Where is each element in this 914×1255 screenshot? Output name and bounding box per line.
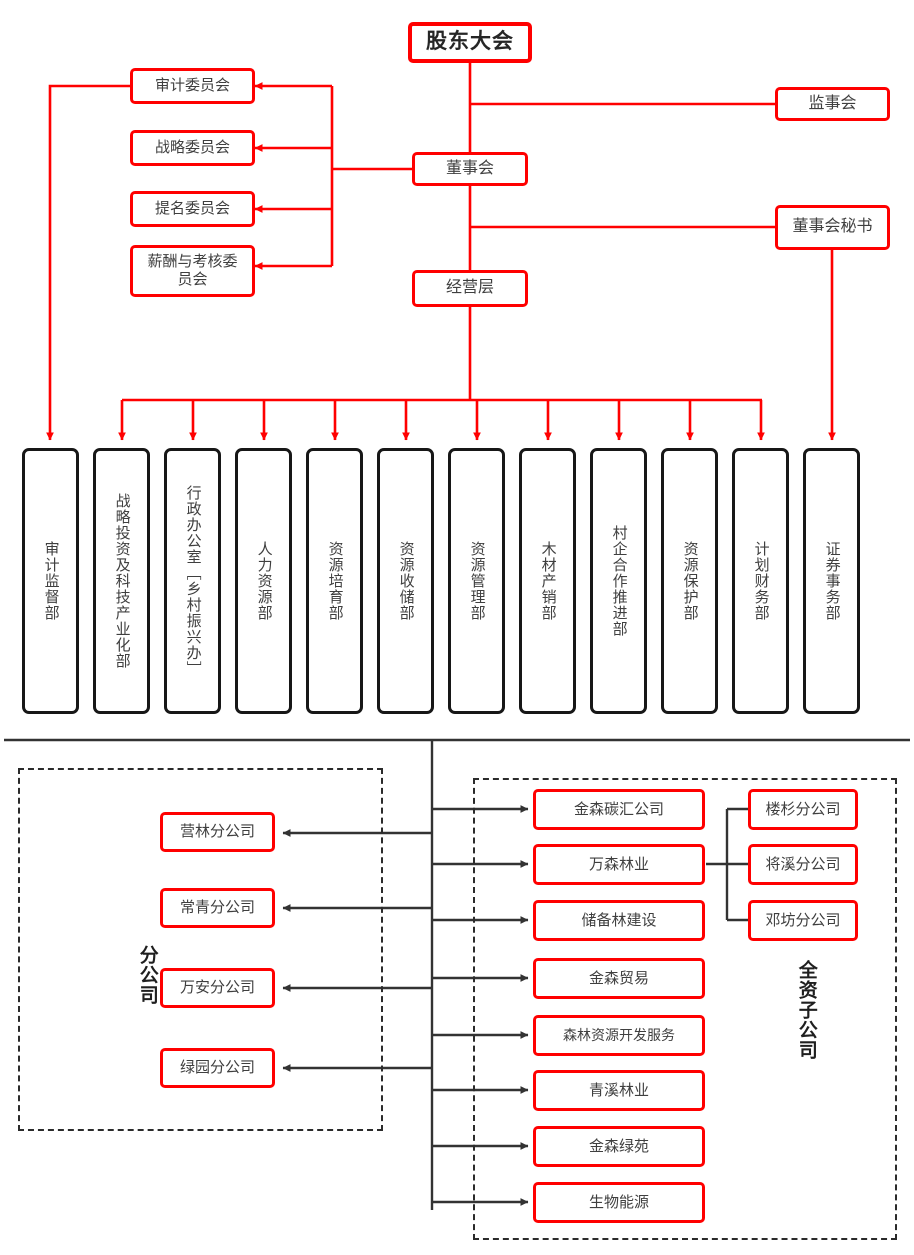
node-label: 邓坊分公司 (765, 911, 841, 929)
node-remuneration-committee[interactable]: 薪酬与考核委员会 (130, 245, 255, 297)
subsidiary-qingxi-forestry[interactable]: 青溪林业 (533, 1070, 705, 1111)
branch-wanan[interactable]: 万安分公司 (160, 968, 275, 1008)
node-label: 万森林业 (588, 855, 649, 873)
node-label: 金森贸易 (588, 969, 649, 987)
subsidiaries-group (473, 778, 897, 1240)
node-shareholders-meeting[interactable]: 股东大会 (408, 22, 532, 63)
subsidiary-reserve-forest-construction[interactable]: 储备林建设 (533, 900, 705, 941)
node-label: 薪酬与考核委员会 (147, 253, 238, 288)
node-strategy-committee[interactable]: 战略委员会 (130, 130, 255, 166)
branch-changqing[interactable]: 常青分公司 (160, 888, 275, 928)
dept-label: 证券事务部 (823, 541, 841, 621)
node-label: 股东大会 (426, 30, 514, 54)
branch-companies-group (18, 768, 383, 1131)
dept-village-enterprise-cooperation[interactable]: 村企合作推进部 (590, 448, 647, 714)
dept-label: 资源培育部 (326, 541, 344, 621)
node-label: 金森碳汇公司 (573, 800, 664, 818)
node-label: 经营层 (445, 279, 494, 297)
node-label: 提名委员会 (154, 200, 230, 218)
node-label: 常青分公司 (179, 899, 255, 917)
node-label: 储备林建设 (581, 911, 657, 929)
node-label: 生物能源 (588, 1193, 649, 1211)
node-label: 青溪林业 (588, 1081, 649, 1099)
branch-lvyuan[interactable]: 绿园分公司 (160, 1048, 275, 1088)
dept-resource-protection[interactable]: 资源保护部 (661, 448, 718, 714)
dept-resource-cultivation[interactable]: 资源培育部 (306, 448, 363, 714)
subsidiary-bio-energy[interactable]: 生物能源 (533, 1182, 705, 1223)
branch-companies-group-label: 分公司 (136, 945, 158, 1005)
node-label: 审计委员会 (154, 77, 230, 95)
subsidiary-jinsen-trade[interactable]: 金森贸易 (533, 958, 705, 999)
node-label: 金森绿苑 (588, 1137, 649, 1155)
dept-planning-finance[interactable]: 计划财务部 (732, 448, 789, 714)
dept-label: 资源收储部 (397, 541, 415, 621)
branch-yinglin[interactable]: 营林分公司 (160, 812, 275, 852)
node-label: 森林资源开发服务 (563, 1027, 675, 1044)
node-nomination-committee[interactable]: 提名委员会 (130, 191, 255, 227)
subsidiary-forest-resource-development-service[interactable]: 森林资源开发服务 (533, 1015, 705, 1056)
dept-label: 资源保护部 (681, 541, 699, 621)
subsidiary-jinsen-lvyuan[interactable]: 金森绿苑 (533, 1126, 705, 1167)
dept-label: 木材产销部 (539, 541, 557, 621)
node-label: 营林分公司 (179, 823, 255, 841)
node-label: 监事会 (808, 94, 857, 112)
dept-label: 战略投资及科技产业化部 (113, 493, 131, 669)
node-label: 万安分公司 (179, 979, 255, 997)
subsidiaries-group-label: 全资子公司 (795, 960, 817, 1060)
dept-audit-supervision[interactable]: 审计监督部 (22, 448, 79, 714)
dept-label: 计划财务部 (752, 541, 770, 621)
subsidiary-wansen-forestry[interactable]: 万森林业 (533, 844, 705, 885)
sub-branch-dengfang[interactable]: 邓坊分公司 (748, 900, 858, 941)
node-label: 战略委员会 (154, 139, 230, 157)
node-label: 绿园分公司 (179, 1059, 255, 1077)
dept-label: 行政办公室［乡村振兴办］ (184, 485, 202, 677)
dept-administration-office[interactable]: 行政办公室［乡村振兴办］ (164, 448, 221, 714)
node-label: 将溪分公司 (765, 855, 841, 873)
node-management-layer[interactable]: 经营层 (412, 270, 528, 307)
dept-label: 村企合作推进部 (610, 525, 628, 637)
dept-resource-management[interactable]: 资源管理部 (448, 448, 505, 714)
dept-timber-production-sales[interactable]: 木材产销部 (519, 448, 576, 714)
dept-strategic-investment[interactable]: 战略投资及科技产业化部 (93, 448, 150, 714)
node-audit-committee[interactable]: 审计委员会 (130, 68, 255, 104)
node-board-secretary[interactable]: 董事会秘书 (775, 205, 890, 250)
dept-human-resources[interactable]: 人力资源部 (235, 448, 292, 714)
dept-resource-storage[interactable]: 资源收储部 (377, 448, 434, 714)
subsidiary-jinsen-carbon-sink[interactable]: 金森碳汇公司 (533, 789, 705, 830)
node-label: 楼杉分公司 (765, 800, 841, 818)
sub-branch-jiangxi[interactable]: 将溪分公司 (748, 844, 858, 885)
dept-label: 资源管理部 (468, 541, 486, 621)
node-label: 董事会 (445, 159, 494, 177)
node-label: 董事会秘书 (792, 218, 873, 236)
sub-branch-loushan[interactable]: 楼杉分公司 (748, 789, 858, 830)
node-supervisory-board[interactable]: 监事会 (775, 87, 890, 121)
dept-securities-affairs[interactable]: 证券事务部 (803, 448, 860, 714)
node-board-of-directors[interactable]: 董事会 (412, 152, 528, 186)
dept-label: 审计监督部 (42, 541, 60, 621)
dept-label: 人力资源部 (255, 541, 273, 621)
